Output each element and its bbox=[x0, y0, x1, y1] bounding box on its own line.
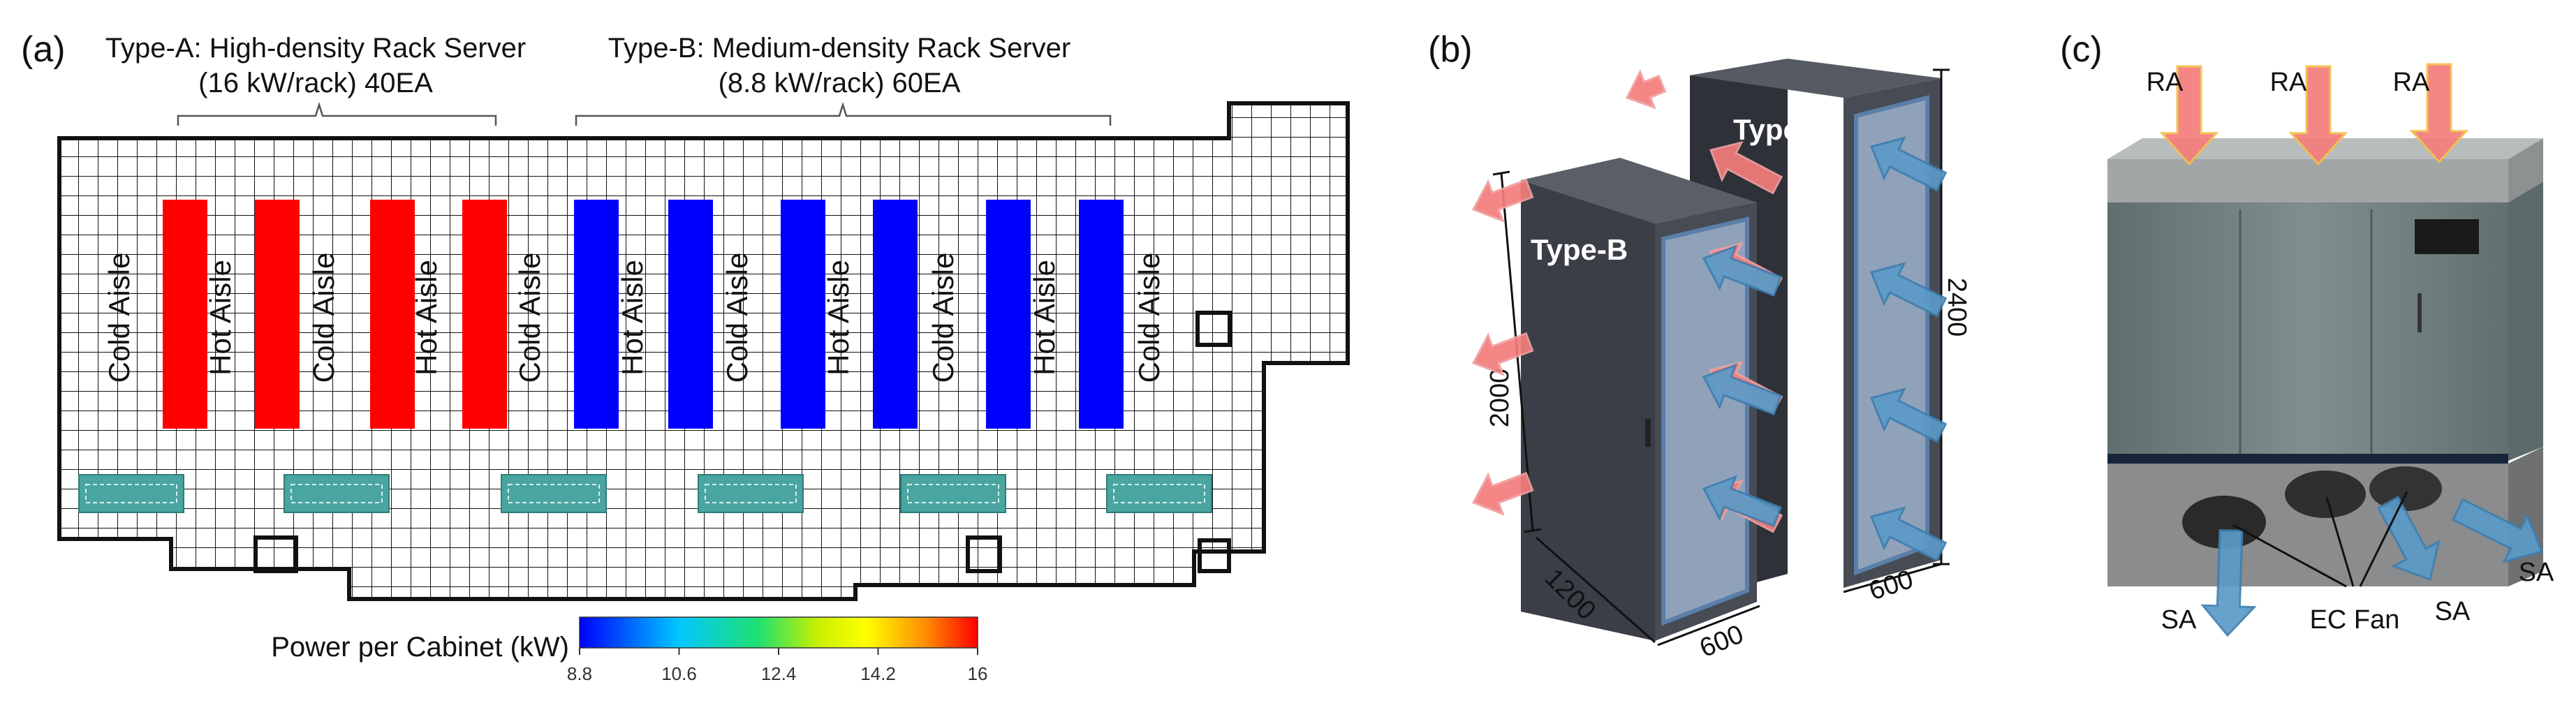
colorbar-tick-label: 14.2 bbox=[860, 663, 896, 684]
aisle-label-2: Hot Aisle bbox=[204, 260, 237, 376]
rack-rows bbox=[163, 200, 1124, 429]
colorbar-tick-label: 8.8 bbox=[567, 663, 592, 684]
rack-row-3 bbox=[370, 200, 415, 429]
colorbar-tick-label: 12.4 bbox=[761, 663, 797, 684]
ec-fan bbox=[2369, 466, 2442, 511]
type-b-brace bbox=[575, 101, 1112, 126]
inflow-arrow bbox=[1869, 506, 1948, 562]
aisle-label-10: Hot Aisle bbox=[1028, 260, 1061, 376]
type-a-brace bbox=[177, 101, 497, 126]
crah-unit-1 bbox=[78, 474, 184, 513]
sa-label-2: SA bbox=[2435, 597, 2471, 626]
rack-row-9 bbox=[986, 200, 1031, 429]
aisle-label-1: Cold Aisle bbox=[103, 253, 135, 383]
crah-unit-4 bbox=[698, 474, 804, 513]
ra-label-2: RA bbox=[2270, 68, 2307, 97]
supply-air-arrow bbox=[2451, 498, 2544, 563]
crah-unit-6 bbox=[1106, 474, 1212, 513]
rack-row-5 bbox=[574, 200, 619, 429]
return-air-arrow bbox=[2288, 65, 2348, 166]
inflow-arrow bbox=[1869, 136, 1948, 192]
outflow-arrow bbox=[1471, 471, 1534, 516]
dim-width-b: 600 bbox=[1695, 620, 1748, 664]
floor-column bbox=[253, 535, 298, 573]
door-handle bbox=[1645, 419, 1651, 447]
crah-unit-5 bbox=[900, 474, 1006, 513]
colorbar-tick-label: 10.6 bbox=[661, 663, 697, 684]
panel-c-label: (c) bbox=[2060, 29, 2103, 70]
floor-column bbox=[1195, 311, 1232, 347]
ra-label-3: RA bbox=[2393, 68, 2430, 97]
aisle-label-3: Cold Aisle bbox=[307, 253, 340, 383]
rack-row-8 bbox=[873, 200, 918, 429]
colorbar: Power per Cabinet (kW) 8.8 10.6 12.4 14.2 16 bbox=[271, 616, 988, 684]
aisle-label-4: Hot Aisle bbox=[410, 260, 443, 376]
type-b-header-line1: Type-B: Medium-density Rack Server bbox=[608, 33, 1070, 64]
ec-fan bbox=[2182, 496, 2266, 549]
return-air-arrow bbox=[2409, 63, 2469, 164]
aisle-label-11: Cold Aisle bbox=[1133, 253, 1165, 383]
sa-label-3: SA bbox=[2519, 558, 2554, 587]
colorbar-gradient bbox=[579, 616, 978, 649]
panel-b-label: (b) bbox=[1428, 29, 1473, 70]
control-panel bbox=[2415, 219, 2479, 254]
outflow-arrow bbox=[1625, 69, 1667, 110]
inflow-arrow bbox=[1869, 262, 1948, 318]
dim-height-a: 2400 bbox=[1942, 278, 1971, 337]
supply-air-arrow bbox=[2200, 528, 2257, 637]
aisle-label-9: Cold Aisle bbox=[927, 253, 959, 383]
inflow-arrow bbox=[1702, 363, 1782, 416]
ec-fan bbox=[2285, 471, 2366, 518]
airflow-arrows-b bbox=[1471, 69, 1948, 562]
ec-fan-label: EC Fan bbox=[2310, 605, 2400, 635]
rack-row-1 bbox=[163, 200, 207, 429]
inflow-arrow bbox=[1702, 475, 1782, 528]
sa-label-1: SA bbox=[2161, 605, 2197, 635]
colorbar-tick-label: 16 bbox=[968, 663, 988, 684]
inflow-arrow bbox=[1869, 387, 1948, 443]
rack-row-10 bbox=[1079, 200, 1124, 429]
rack-row-6 bbox=[668, 200, 713, 429]
dim-height-b: 2000 bbox=[1485, 369, 1515, 428]
cabinet-type-a-label: Type-A bbox=[1733, 113, 1830, 146]
cahu-unit bbox=[2107, 138, 2543, 586]
type-a-header-line1: Type-A: High-density Rack Server bbox=[105, 33, 526, 64]
aisle-labels: Cold Aisle Hot Aisle Cold Aisle Hot Aisle Co… bbox=[103, 253, 1165, 383]
return-air-arrow bbox=[2159, 65, 2219, 166]
aisle-label-8: Hot Aisle bbox=[822, 260, 855, 376]
rack-row-7 bbox=[781, 200, 825, 429]
outflow-arrow bbox=[1709, 141, 1783, 195]
aisle-label-6: Hot Aisle bbox=[616, 260, 649, 376]
floor-column bbox=[1198, 538, 1231, 573]
cabinet-type-b-label: Type-B bbox=[1531, 233, 1628, 266]
outflow-arrow bbox=[1471, 178, 1534, 223]
crah-units bbox=[78, 474, 1212, 513]
aisle-label-7: Cold Aisle bbox=[721, 253, 753, 383]
inflow-arrow bbox=[1702, 244, 1782, 297]
rack-row-2 bbox=[255, 200, 300, 429]
panel-a-label: (a) bbox=[21, 29, 66, 70]
ra-label-1: RA bbox=[2147, 68, 2184, 97]
colorbar-title: Power per Cabinet (kW) bbox=[271, 632, 569, 663]
crah-unit-2 bbox=[284, 474, 390, 513]
rack-row-4 bbox=[462, 200, 507, 429]
ec-fan-leaders bbox=[2232, 491, 2408, 588]
floor-column bbox=[966, 535, 1002, 573]
cabinet-type-b bbox=[1521, 158, 1757, 641]
outflow-arrow bbox=[1471, 332, 1534, 376]
aisle-label-5: Cold Aisle bbox=[513, 253, 546, 383]
type-a-header-line2: (16 kW/rack) 40EA bbox=[198, 68, 433, 98]
crah-unit-3 bbox=[501, 474, 607, 513]
door-handle bbox=[2417, 293, 2422, 332]
type-b-header-line2: (8.8 kW/rack) 60EA bbox=[719, 68, 961, 98]
